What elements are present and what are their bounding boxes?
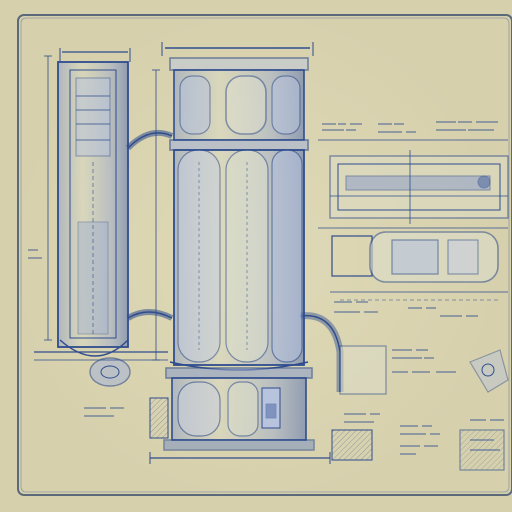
- sheet-inner-border: [20, 17, 510, 493]
- panel-detail-view: [330, 231, 508, 301]
- illegible-annotations: [28, 121, 504, 455]
- central-cylinder-tower: [149, 42, 331, 464]
- dimension-lines: [44, 55, 508, 361]
- sheet-border: [17, 14, 512, 496]
- left-base-fitting: [34, 351, 169, 439]
- side-section-view: [329, 150, 509, 224]
- left-column-assembly: [57, 48, 131, 387]
- lower-right-fittings: [331, 345, 509, 471]
